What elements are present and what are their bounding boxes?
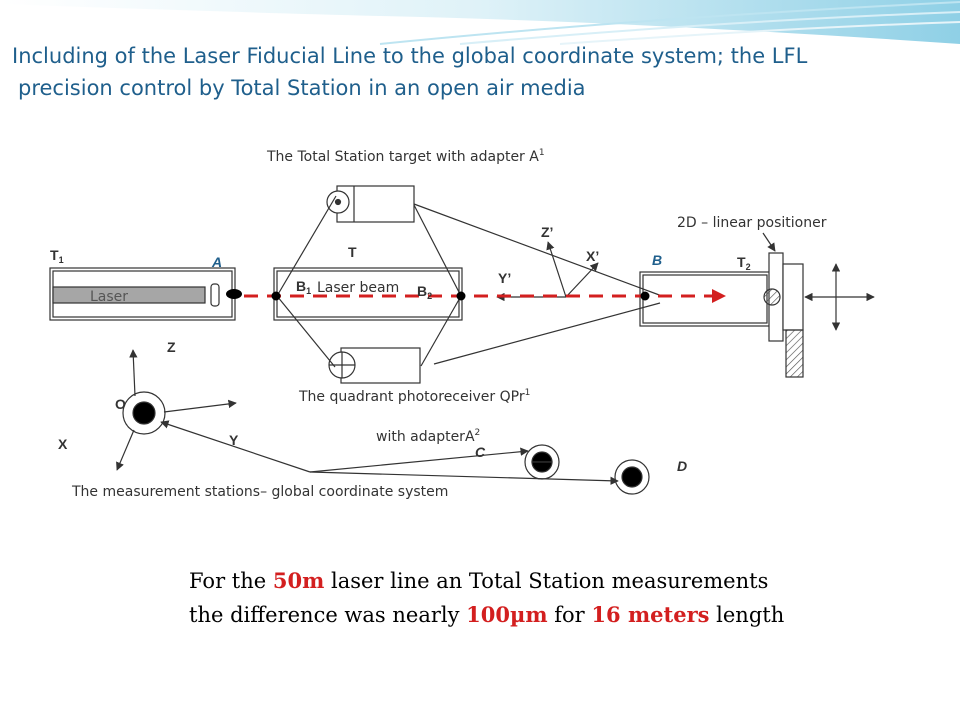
header-decoration — [0, 0, 960, 45]
c-label: C — [475, 444, 486, 460]
t-label: T — [348, 244, 357, 260]
total-station-target — [326, 185, 415, 223]
photoreceiver-label: The quadrant photoreceiver QPr1 — [299, 388, 531, 405]
t2-label: T2 — [737, 254, 751, 272]
x-prime-label: X’ — [586, 248, 600, 264]
slide-title: Including of the Laser Fiducial Line to … — [12, 40, 942, 104]
a-label: A — [212, 254, 223, 270]
t1-label: T1 — [50, 247, 64, 265]
d-label: D — [677, 458, 688, 474]
laser-housing — [49, 267, 236, 321]
z-axis-label: Z — [167, 339, 176, 355]
z-prime-label: Z’ — [541, 224, 554, 240]
y-axis-label: Y — [229, 432, 239, 448]
laser-beam — [244, 289, 726, 303]
o-label: O — [115, 396, 126, 412]
laser-label: Laser — [90, 289, 129, 305]
positioner-label: 2D – linear positioner — [677, 215, 827, 231]
station-d — [614, 459, 650, 495]
receiver-housing — [639, 271, 771, 327]
station-network — [160, 420, 619, 485]
linear-positioner — [762, 232, 875, 378]
b-label: B — [652, 252, 663, 268]
title-line-1: Including of the Laser Fiducial Line to … — [12, 44, 808, 68]
b2-label: B2 — [417, 283, 433, 301]
station-c — [524, 444, 560, 480]
y-prime-label: Y’ — [498, 270, 512, 286]
lens-a — [226, 289, 242, 299]
title-line-2: precision control by Total Station in an… — [18, 76, 586, 100]
quadrant-photoreceiver — [328, 347, 421, 384]
measurement-sightlines — [276, 195, 663, 368]
local-axes — [496, 241, 599, 302]
station-o — [116, 349, 237, 471]
laser-beam-label: Laser beam — [317, 280, 400, 296]
summary-text: For the 50m laser line an Total Station … — [189, 568, 785, 627]
target-label: The Total Station target with adapter A1 — [267, 148, 545, 165]
beam-points — [271, 291, 650, 301]
stations-label: The measurement stations– global coordin… — [72, 484, 449, 500]
adapter-label: with adapterA2 — [376, 428, 481, 445]
x-axis-label: X — [58, 436, 68, 452]
b1-label: B1 — [296, 278, 312, 296]
